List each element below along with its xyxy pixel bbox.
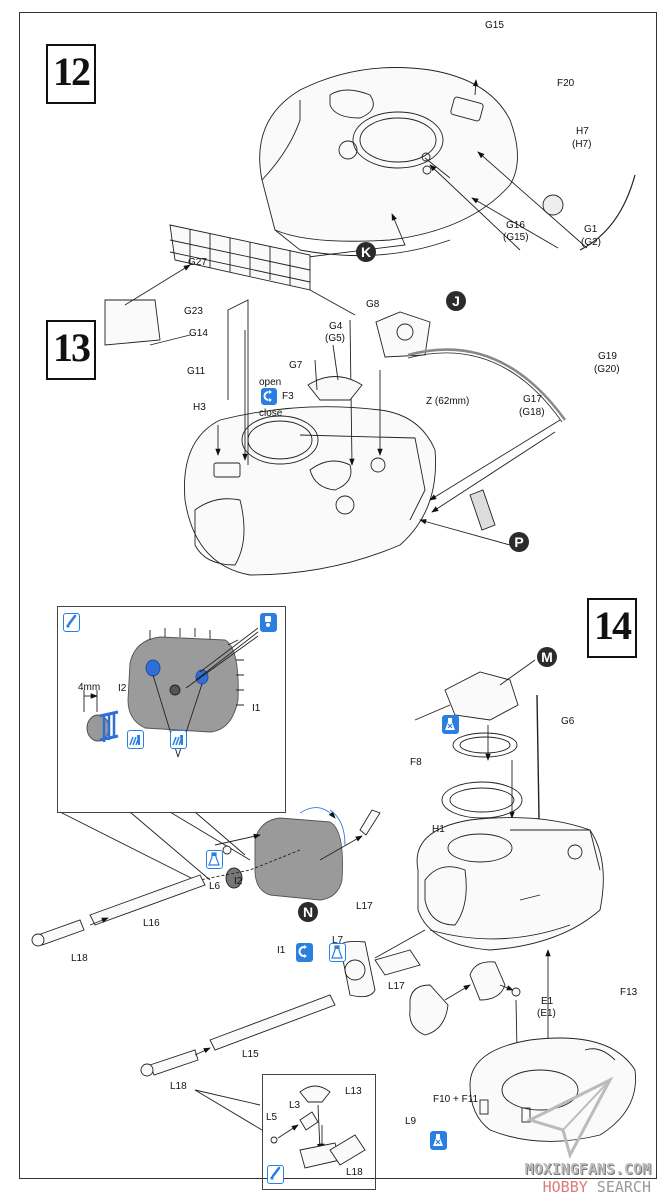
part-label-z: Z (62mm): [426, 396, 470, 407]
part-label-h7-alt: (H7): [572, 139, 592, 150]
part-label-g16-alt: (G15): [503, 232, 529, 243]
detail-box2-parts: [270, 1085, 366, 1169]
part-label-l17-lower: L17: [388, 981, 405, 992]
detail-callout-lines: [59, 811, 251, 886]
part-label-g19-alt: (G20): [594, 364, 620, 375]
part-label-l6: L6: [209, 881, 221, 892]
watermark-site: MOXINGFANS.COM: [524, 1160, 651, 1178]
movable-part-icon: [296, 943, 313, 962]
detail-parts: [83, 627, 259, 758]
part-label-f8: F8: [410, 757, 422, 768]
part-label-e1: E1: [541, 996, 554, 1007]
part-label-f3: F3: [282, 391, 294, 402]
part-label-i2-detail: I2: [118, 683, 127, 694]
part-label-g19: G19: [598, 351, 617, 362]
part-label-g7: G7: [289, 360, 303, 371]
no-glue-icon: [442, 715, 459, 734]
part-label-l3: L3: [289, 1100, 301, 1111]
part-label-g4: G4: [329, 321, 343, 332]
part-label-g23: G23: [184, 306, 203, 317]
watermark-brand: HOBBY: [542, 1178, 588, 1196]
subassembly-badge-n: N: [298, 902, 318, 922]
rubber-part-icon: [127, 730, 144, 749]
part-label-f13: F13: [620, 987, 638, 998]
part-label-g1-alt: (G2): [581, 237, 601, 248]
part-label-g17-alt: (G18): [519, 407, 545, 418]
subassembly-badge-j: J: [446, 291, 466, 311]
open-label: open: [259, 377, 282, 388]
no-glue-icon: [430, 1131, 447, 1150]
part-label-g8: G8: [366, 299, 380, 310]
part-label-g4-alt: (G5): [325, 333, 345, 344]
paint-brush-icon: [267, 1165, 284, 1184]
part-label-g14: G14: [189, 328, 208, 339]
part-label-g16: G16: [506, 220, 525, 231]
part-label-e1-alt: (E1): [537, 1008, 556, 1019]
part-label-g15: G15: [485, 20, 504, 31]
part-label-l5: L5: [266, 1112, 278, 1123]
step-number-14: 14: [587, 598, 637, 658]
rubber-part-icon: [170, 730, 187, 749]
part-label-h1: H1: [432, 824, 445, 835]
part-label-l16: L16: [143, 918, 160, 929]
glue-bottle-icon: [206, 850, 223, 869]
subassembly-badge-m: M: [537, 647, 557, 667]
part-label-g6: G6: [561, 716, 575, 727]
part-label-g27: G27: [188, 257, 207, 268]
part-label-l18-upper: L18: [71, 953, 88, 964]
part-label-l9: L9: [405, 1116, 417, 1127]
watermark-hobbysearch: HOBBY SEARCH: [543, 1178, 651, 1196]
part-label-l13: L13: [345, 1086, 362, 1097]
part-label-h7: H7: [576, 126, 589, 137]
close-label: close: [259, 408, 283, 419]
lower-barrel-drawing: [140, 929, 426, 1131]
paint-color-icon: [260, 613, 277, 632]
part-label-i1-detail: I1: [252, 703, 261, 714]
movable-part-icon: [261, 388, 277, 405]
part-label-g1: G1: [584, 224, 598, 235]
part-label-l18-detail: L18: [346, 1167, 363, 1178]
step12-turret-drawing: [259, 67, 636, 259]
part-label-h3: H3: [193, 402, 206, 413]
part-label-i1: I1: [277, 945, 286, 956]
part-label-l18-lower: L18: [170, 1081, 187, 1092]
step14-turret-drawing: [409, 659, 636, 1142]
part-label-f10-f11: F10 + F11: [433, 1094, 479, 1105]
glue-bottle-icon: [329, 943, 346, 962]
part-label-g17: G17: [523, 394, 542, 405]
grille-drawing: [104, 224, 356, 346]
subassembly-badge-p: P: [509, 532, 529, 552]
part-label-l7: L7: [332, 935, 344, 946]
part-label-i2: I2: [234, 876, 243, 887]
part-label-l15: L15: [242, 1049, 259, 1060]
watermark-brand-rest: SEARCH: [587, 1178, 651, 1196]
step-number-13: 13: [46, 320, 96, 380]
part-label-g11: G11: [187, 366, 206, 377]
rubber-detail-box: [57, 606, 286, 813]
mantlet-drawing: [31, 807, 381, 947]
breech-detail-box: [262, 1074, 376, 1190]
measure-label-4mm: 4mm: [78, 682, 101, 693]
subassembly-badge-k: K: [356, 242, 376, 262]
step-number-12: 12: [46, 44, 96, 104]
part-label-f20: F20: [557, 78, 575, 89]
paper-plane-watermark-icon: [525, 1076, 614, 1160]
paint-brush-icon: [63, 613, 80, 632]
step13-turret-drawing: [184, 299, 567, 576]
part-label-l17-upper: L17: [356, 901, 373, 912]
